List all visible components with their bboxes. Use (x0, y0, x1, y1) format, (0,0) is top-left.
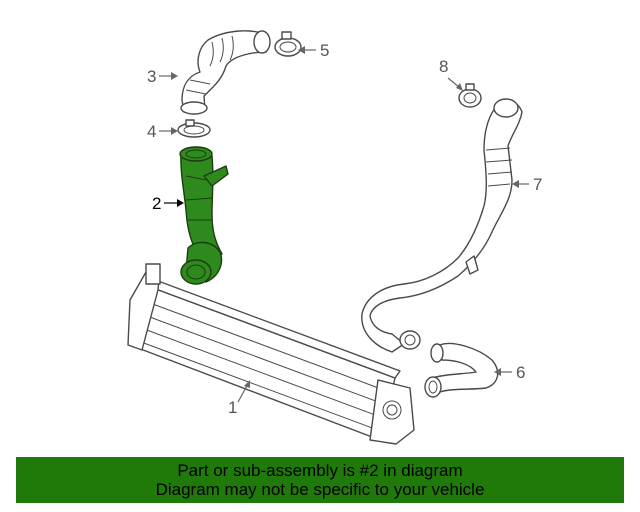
part-7-outlet-tube[interactable] (361, 98, 523, 353)
callout-1: 1 (228, 380, 250, 417)
part-5-clamp[interactable] (274, 31, 302, 57)
banner-line-2: Diagram may not be specific to your vehi… (155, 480, 485, 499)
svg-text:7: 7 (533, 175, 542, 194)
callout-2: 2 (152, 194, 184, 213)
svg-text:1: 1 (228, 398, 237, 417)
svg-text:3: 3 (147, 67, 156, 86)
part-3-upper-hose[interactable] (180, 30, 271, 115)
part-8-clamp[interactable] (458, 83, 482, 108)
parts-diagram: 1 2 3 4 5 6 7 8 (127, 30, 542, 445)
info-banner: Part or sub-assembly is #2 in diagram Di… (16, 457, 624, 503)
callout-4: 4 (147, 122, 178, 141)
part-4-clamp[interactable] (177, 119, 211, 138)
part-2-intercooler-inlet-tube[interactable] (179, 146, 229, 285)
callout-7: 7 (512, 175, 542, 194)
svg-text:2: 2 (152, 194, 161, 213)
svg-text:5: 5 (320, 41, 329, 60)
part-6-lower-hose[interactable] (424, 342, 499, 398)
svg-text:8: 8 (439, 57, 448, 76)
callout-6: 6 (494, 363, 525, 382)
svg-text:6: 6 (516, 363, 525, 382)
callout-3: 3 (147, 67, 178, 86)
banner-line-1: Part or sub-assembly is #2 in diagram (177, 461, 463, 480)
svg-text:4: 4 (147, 122, 156, 141)
part-1-intercooler[interactable] (127, 263, 415, 445)
callout-5: 5 (298, 41, 329, 60)
callout-8: 8 (439, 57, 463, 91)
